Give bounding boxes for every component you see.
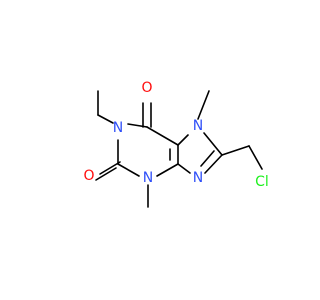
nitrogen-n3-label: N [143, 170, 153, 186]
bond-n1-ethyl-ch2 [97, 114, 114, 124]
bond-c8-n9 [204, 154, 223, 174]
bond-c6-c5 [146, 126, 179, 146]
bond-c2-o-left-double [95, 167, 117, 181]
bond-c2-o-left [99, 161, 121, 175]
bond-c8-ch2cl [221, 145, 250, 156]
bond-c8-n9-double [200, 150, 215, 167]
nitrogen-n9-label: N [193, 170, 203, 186]
bond-c5-n7 [177, 134, 189, 146]
bond-n7-methyl [197, 90, 210, 120]
molecule-structure: O O N N N N Cl [83, 80, 269, 208]
bond-n7-c8 [203, 132, 223, 156]
bond-ch2-cl [248, 145, 263, 170]
oxygen-left-label: O [83, 168, 94, 184]
bond-c4-n3 [156, 163, 179, 177]
nitrogen-n1-label: N [113, 120, 123, 136]
bond-n3-c2 [117, 163, 140, 177]
chlorine-label: Cl [255, 174, 269, 190]
nitrogen-n7-label: N [193, 118, 203, 134]
bond-n9-c4 [177, 163, 191, 174]
oxygen-top-label: O [141, 80, 152, 96]
bond-n1-c6 [127, 123, 148, 128]
molecule-diagram: O O N N N N Cl [83, 80, 269, 208]
